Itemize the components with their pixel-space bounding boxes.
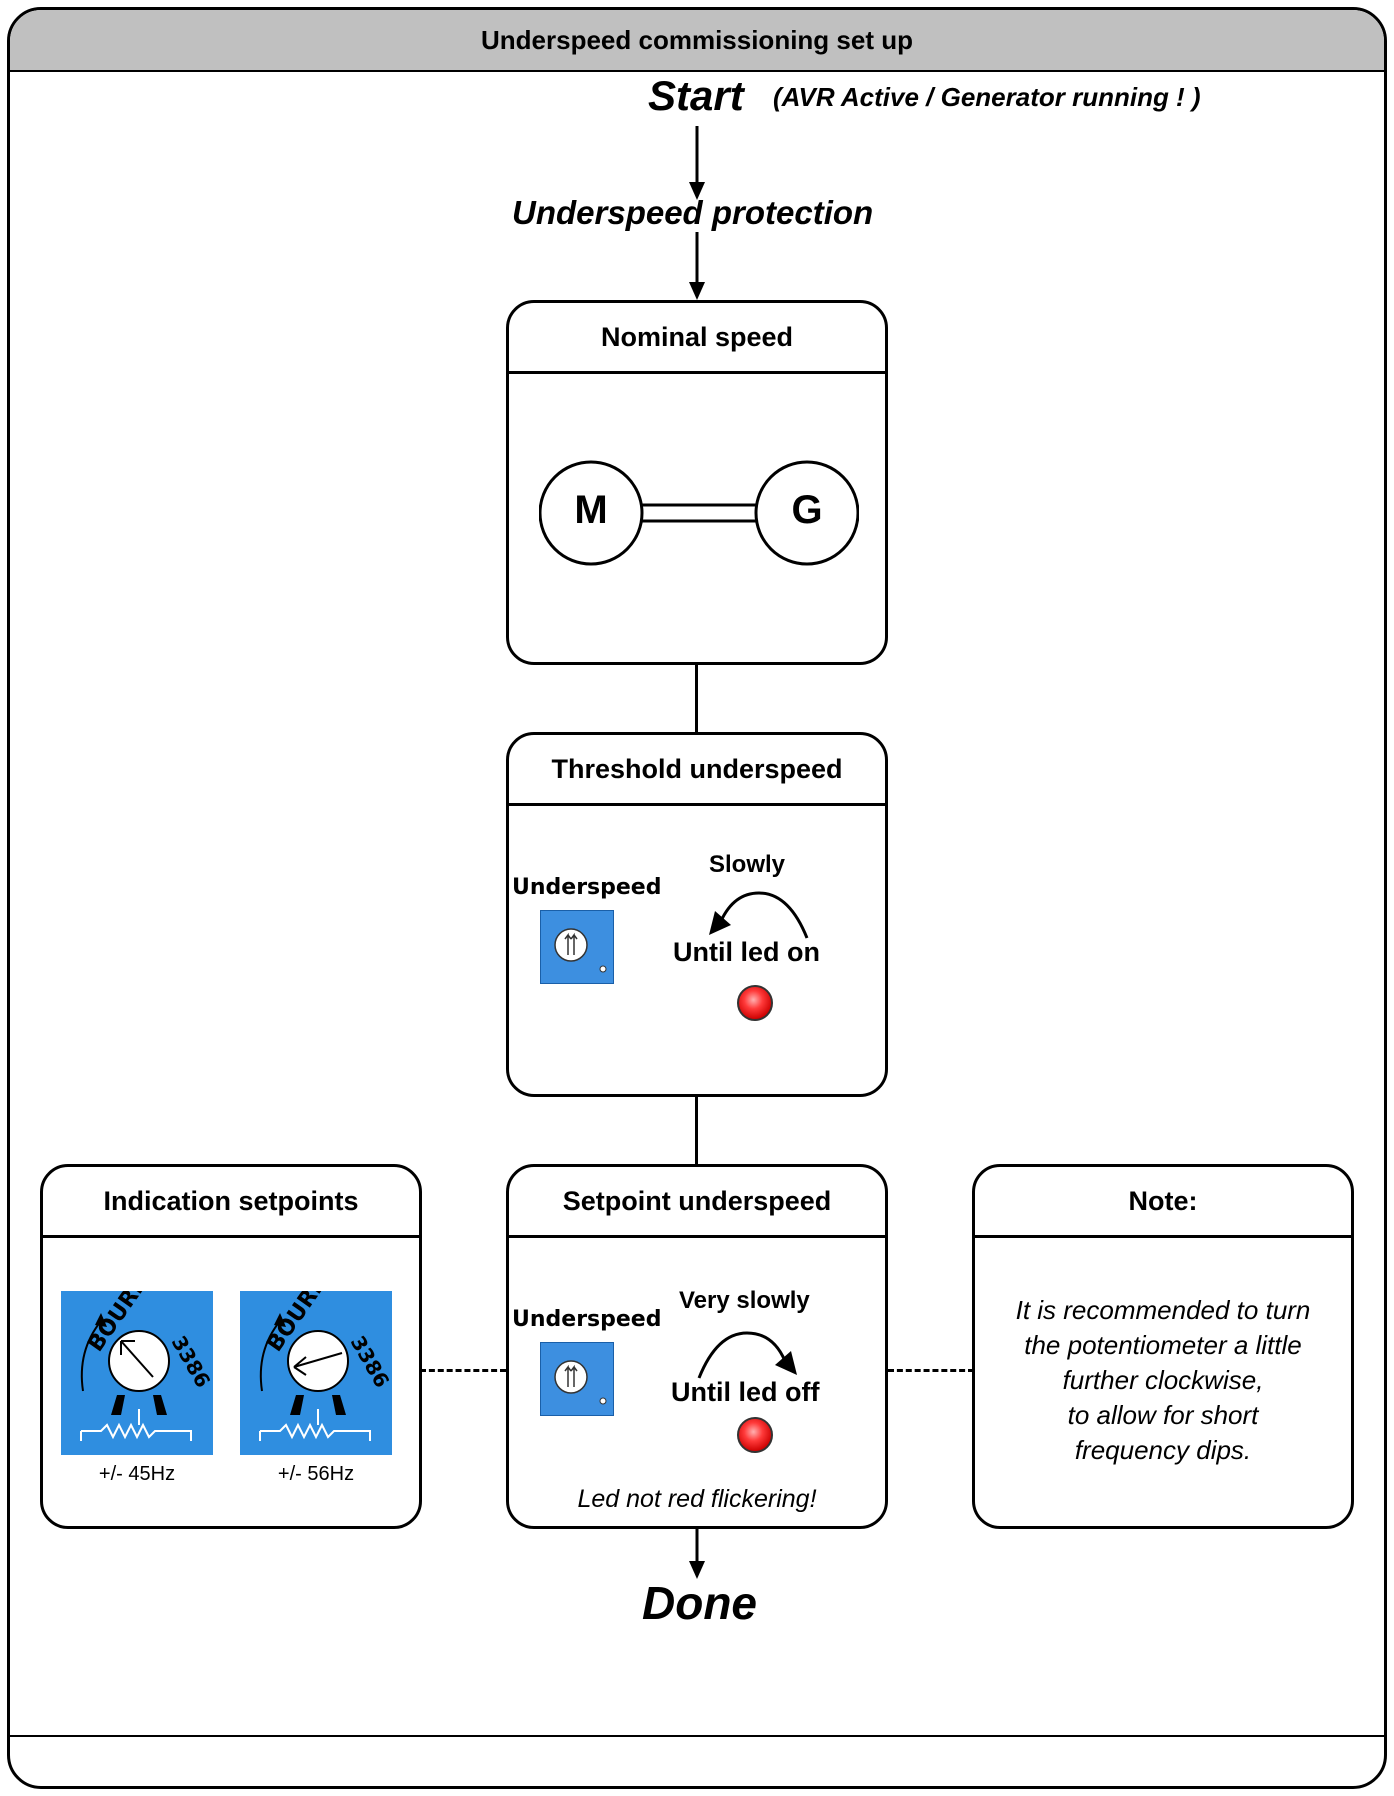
note-line: It is recommended to turn: [1015, 1295, 1311, 1325]
motor-generator-icon: [539, 460, 859, 566]
threshold-led-icon: [737, 985, 773, 1021]
potentiometer-56hz-icon: BOURNS 3386: [240, 1256, 394, 1455]
note-box: Note: It is recommended to turn the pote…: [972, 1164, 1354, 1529]
protection-label: Underspeed protection: [512, 194, 874, 231]
threshold-title: Threshold underspeed: [509, 735, 885, 806]
connector-threshold-setpoint: [695, 1097, 698, 1165]
svg-text:3386: 3386: [346, 1332, 392, 1392]
setpoint-potentiometer-icon: [540, 1342, 614, 1416]
note-line: frequency dips.: [1074, 1435, 1252, 1465]
threshold-pot-label: Underspeed: [512, 875, 662, 900]
arrow-start-to-protection: [689, 126, 705, 200]
diagram-frame: Underspeed commissioning set up: [7, 7, 1387, 1789]
note-line: further clockwise,: [1062, 1365, 1264, 1395]
indication-box: Indication setpoints BOURNS 3386 BOURNS …: [40, 1164, 422, 1529]
setpoint-pot-label: Underspeed: [512, 1307, 662, 1332]
note-title: Note:: [975, 1167, 1351, 1238]
setpoint-footer: Led not red flickering!: [577, 1485, 817, 1513]
threshold-potentiometer-icon: [540, 910, 614, 984]
start-note: (AVR Active / Generator running ! ): [773, 82, 1201, 112]
svg-text:3386: 3386: [167, 1332, 213, 1392]
footer-divider: [10, 1735, 1384, 1737]
threshold-action: Until led on: [673, 937, 820, 967]
nominal-speed-box: Nominal speed M G: [506, 300, 888, 665]
page-title: Underspeed commissioning set up: [10, 10, 1384, 72]
start-label: Start: [648, 72, 744, 119]
done-label: Done: [642, 1577, 757, 1629]
connector-nominal-threshold: [695, 665, 698, 733]
motor-label: M: [574, 488, 608, 532]
setpoint-speed: Very slowly: [679, 1287, 810, 1314]
setpoint-45hz-label: +/- 45Hz: [98, 1463, 176, 1485]
setpoint-title: Setpoint underspeed: [509, 1167, 885, 1238]
note-line: the potentiometer a little: [1024, 1330, 1302, 1360]
threshold-speed: Slowly: [709, 851, 786, 878]
indication-title: Indication setpoints: [43, 1167, 419, 1238]
threshold-box: Threshold underspeed Underspeed Slowly U…: [506, 732, 888, 1097]
generator-label: G: [791, 488, 823, 532]
clockwise-arrow-icon: [697, 1331, 797, 1379]
dash-setpoint-note: [888, 1369, 974, 1372]
setpoint-box: Setpoint underspeed Underspeed Very slow…: [506, 1164, 888, 1529]
note-body: It is recommended to turn the potentiome…: [975, 1293, 1351, 1468]
setpoint-action: Until led off: [671, 1377, 820, 1407]
setpoint-56hz-label: +/- 56Hz: [277, 1463, 355, 1485]
setpoint-led-icon: [737, 1417, 773, 1453]
arrow-protection-to-nominal: [689, 232, 705, 300]
nominal-speed-title: Nominal speed: [509, 303, 885, 374]
counter-clockwise-arrow-icon: [709, 891, 809, 939]
arrow-setpoint-to-done: [689, 1529, 705, 1579]
potentiometer-45hz-icon: BOURNS 3386: [61, 1256, 215, 1455]
note-line: to allow for short: [1067, 1400, 1259, 1430]
dash-indication-setpoint: [420, 1369, 506, 1372]
